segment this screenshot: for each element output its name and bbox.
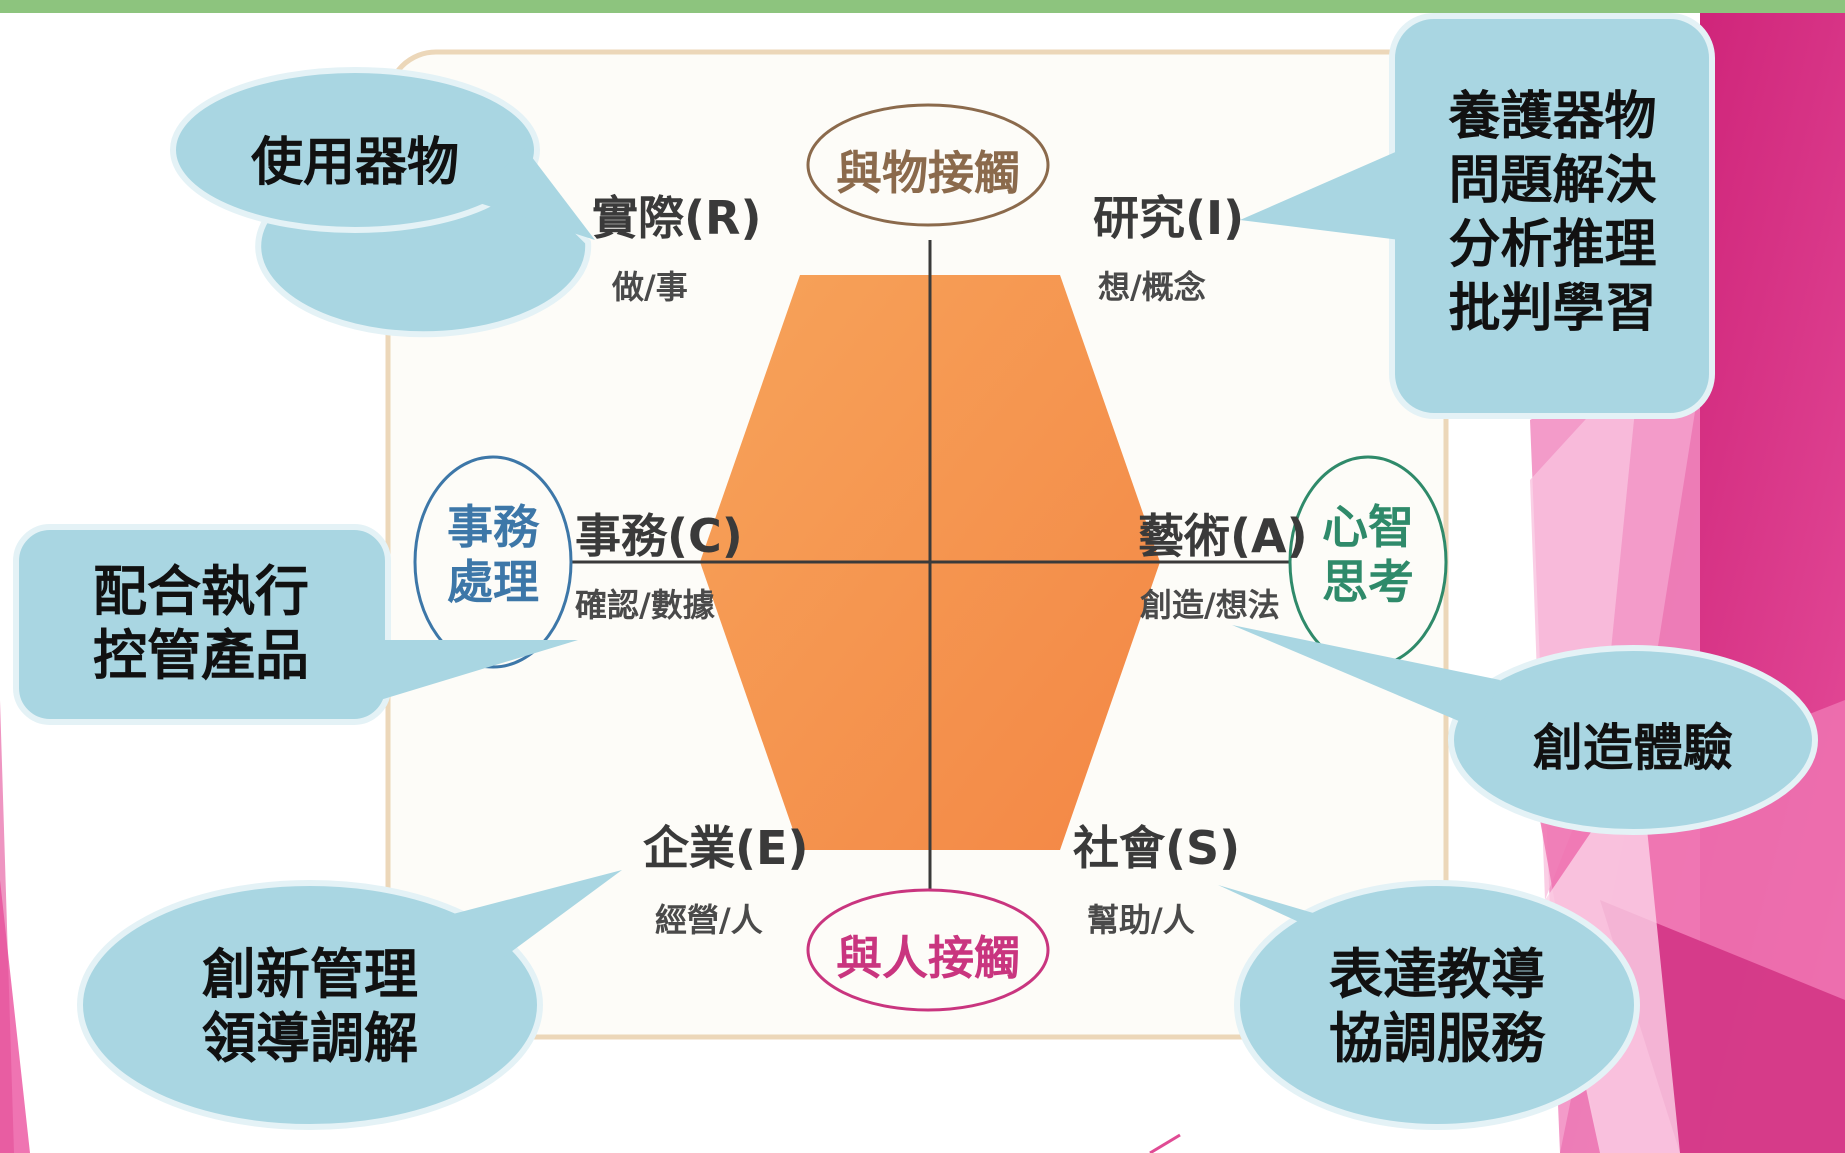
type-i-title: 研究(I) (1093, 191, 1245, 245)
left-decoration (0, 700, 30, 1153)
callout-a-shape (1448, 645, 1818, 835)
type-e-title: 企業(E) (643, 821, 809, 875)
axis-label-right-line1: 心智 (1322, 500, 1414, 554)
callout-r-text: 使用器物 (250, 133, 459, 193)
callout-i-line2: 問題解決 (1448, 151, 1657, 211)
callout-s-shape (1234, 880, 1640, 1130)
axis-label-left-line2: 處理 (447, 555, 539, 610)
axis-label-right-line2: 思考 (1322, 555, 1414, 610)
callout-a-text: 創造體驗 (1533, 719, 1733, 777)
top-bar (0, 0, 1845, 13)
callout-shapes (13, 13, 1818, 1130)
bottom-axis-oval (806, 888, 1050, 1012)
axis-label-left-line1: 事務 (447, 500, 539, 554)
callout-s-text: 表達教導 協調服務 (1287, 943, 1587, 1071)
type-i-desc: 想/概念 (1098, 268, 1206, 306)
callout-c-text: 配合執行 控管產品 (40, 560, 362, 688)
callout-s-line2: 協調服務 (1329, 1007, 1545, 1070)
callout-i-text: 養護器物 問題解決 分析推理 批判學習 (1400, 85, 1705, 341)
axis-label-right: 心智 思考 (1318, 500, 1418, 610)
type-e-desc: 經營/人 (655, 901, 763, 939)
callout-c-line2: 控管產品 (93, 624, 309, 687)
type-c-desc: 確認/數據 (575, 586, 715, 624)
callout-c-shape (13, 524, 391, 725)
type-a-desc: 創造/想法 (1140, 586, 1280, 624)
callout-i-line3: 分析推理 (1448, 215, 1657, 275)
type-s-desc: 幫助/人 (1087, 901, 1195, 939)
callout-c-line1: 配合執行 (93, 560, 309, 623)
callout-i-line4: 批判學習 (1448, 279, 1657, 339)
callout-i-line1: 養護器物 (1448, 87, 1657, 147)
axis-label-top: 與物接觸 (836, 146, 1020, 200)
axis-label-bottom: 與人接觸 (836, 931, 1020, 985)
callout-e-shape (77, 880, 543, 1130)
top-axis-oval (806, 103, 1050, 227)
callout-e-line2: 領導調解 (202, 1007, 418, 1070)
type-r-desc: 做/事 (612, 268, 688, 306)
type-s-title: 社會(S) (1073, 821, 1241, 875)
callout-e-text: 創新管理 領導調解 (160, 943, 460, 1071)
axis-label-left: 事務 處理 (443, 500, 543, 610)
left-axis-oval (413, 455, 573, 669)
type-c-title: 事務(C) (575, 509, 743, 563)
callout-s-line1: 表達教導 (1329, 943, 1545, 1006)
callout-e-line1: 創新管理 (202, 943, 418, 1006)
type-r-title: 實際(R) (592, 191, 762, 245)
type-a-title: 藝術(A) (1138, 509, 1308, 563)
